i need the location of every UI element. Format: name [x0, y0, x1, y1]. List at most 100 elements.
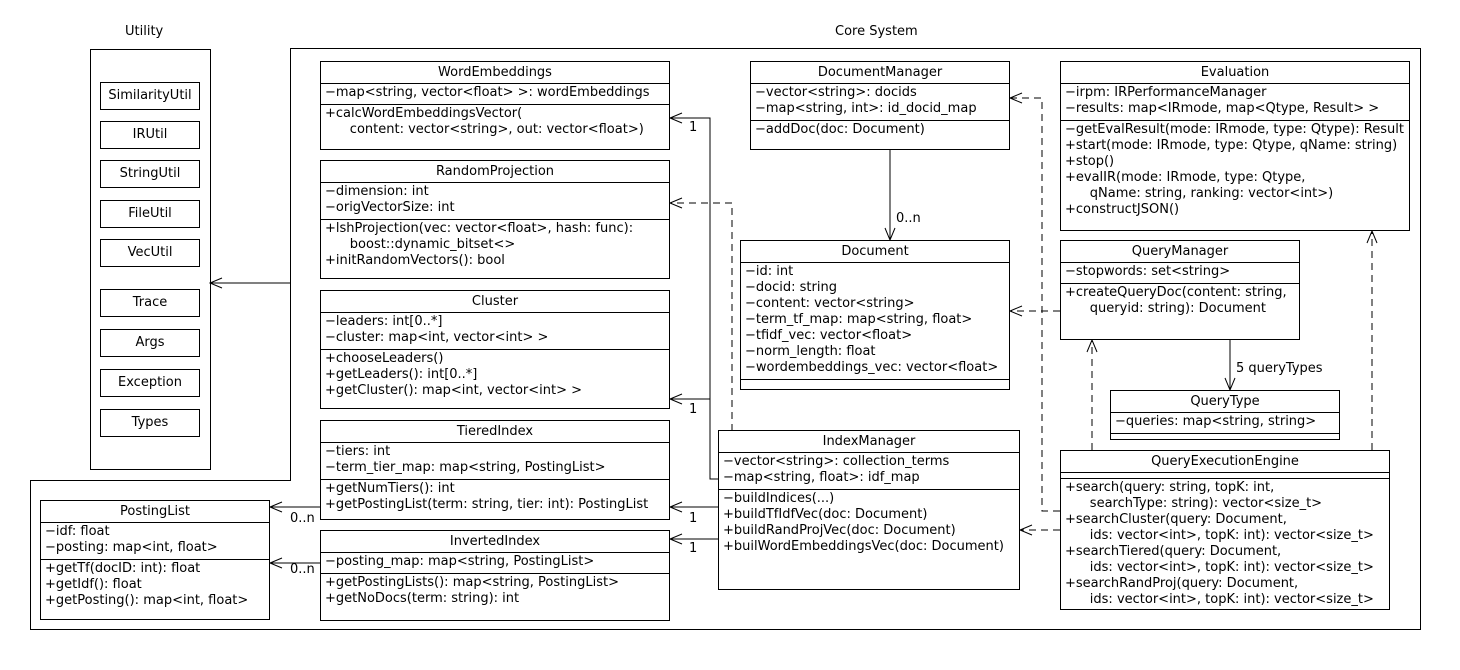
class-name: Cluster — [321, 291, 669, 313]
attribute: −tfidf_vec: vector<float> — [745, 328, 913, 343]
operation: content: vector<string>, out: vector<flo… — [325, 122, 644, 137]
operation: +searchCluster(query: Document, — [1065, 512, 1287, 527]
operation: +chooseLeaders() — [325, 351, 444, 366]
operation: searchType: string): vector<size_t> — [1065, 496, 1323, 511]
im-to-word-embeddings-line — [670, 118, 711, 431]
class-name: TieredIndex — [321, 421, 669, 443]
attribute: −term_tier_map: map<string, PostingList> — [325, 460, 606, 475]
utility-class-types: Types — [100, 409, 200, 437]
class-name: Document — [741, 241, 1009, 263]
im-to-cluster-line — [670, 399, 718, 480]
operation-compartment: −getEvalResult(mode: IRmode, type: Qtype… — [1061, 121, 1409, 221]
utility-class-irutil: IRUtil — [100, 121, 200, 149]
attribute-compartment: −queries: map<string, string> — [1111, 413, 1339, 434]
attribute: −content: vector<string> — [745, 296, 915, 311]
operation-compartment: +createQueryDoc(content: string, queryid… — [1061, 284, 1299, 320]
attribute: −docid: string — [745, 280, 837, 295]
attribute-compartment: −idf: float−posting: map<int, float> — [41, 523, 269, 560]
class-cluster: Cluster−leaders: int[0..*]−cluster: map<… — [320, 290, 670, 409]
operation: +searchRandProj(query: Document, — [1065, 576, 1299, 591]
attribute: −idf: float — [45, 524, 110, 539]
operation-compartment: −buildIndices(...)+buildTfIdfVec(doc: Do… — [719, 490, 1019, 558]
utility-class-args: Args — [100, 329, 200, 357]
attribute-compartment: −irpm: IRPerformanceManager−results: map… — [1061, 84, 1409, 121]
operation-compartment: +getNumTiers(): int+getPostingList(term:… — [321, 480, 669, 516]
utility-class-exception: Exception — [100, 369, 200, 397]
class-name: QueryManager — [1061, 241, 1299, 263]
attribute: −cluster: map<int, vector<int> > — [325, 330, 549, 345]
class-name: DocumentManager — [751, 62, 1009, 84]
operation: ids: vector<int>, topK: int): vector<siz… — [1065, 592, 1374, 607]
class-index-manager: IndexManager−vector<string>: collection_… — [718, 430, 1020, 590]
core-system-package-left-edge — [290, 48, 291, 481]
multiplicity-querymanager-querytype: 5 queryTypes — [1236, 361, 1323, 376]
class-inverted-index: InvertedIndex−posting_map: map<string, P… — [320, 530, 670, 621]
operation: +initRandomVectors(): bool — [325, 253, 505, 268]
multiplicity-tiered-posting: 0..n — [290, 511, 315, 526]
operation-compartment: −addDoc(doc: Document) — [751, 121, 1009, 141]
operation: −addDoc(doc: Document) — [755, 122, 925, 137]
operation: +start(mode: IRmode, type: Qtype, qName:… — [1065, 138, 1398, 153]
operation: +getPostingList(term: string, tier: int)… — [325, 497, 649, 512]
class-evaluation: Evaluation−irpm: IRPerformanceManager−re… — [1060, 61, 1410, 231]
attribute: −tiers: int — [325, 444, 391, 459]
utility-class-stringutil: StringUtil — [100, 160, 200, 188]
operation: +getPostingLists(): map<string, PostingL… — [325, 575, 619, 590]
operation: +getLeaders(): int[0..*] — [325, 367, 478, 382]
im-to-random-projection-line — [670, 203, 733, 431]
attribute-compartment: −vector<string>: docids−map<string, int>… — [751, 84, 1009, 121]
attribute: −stopwords: set<string> — [1065, 264, 1231, 279]
utility-class-fileutil: FileUtil — [100, 200, 200, 228]
operation: +search(query: string, topK: int, — [1065, 480, 1275, 495]
attribute-compartment: −stopwords: set<string> — [1061, 263, 1299, 284]
class-word-embeddings: WordEmbeddings−map<string, vector<float>… — [320, 61, 670, 150]
class-document-manager: DocumentManager−vector<string>: docids−m… — [750, 61, 1010, 150]
class-name: RandomProjection — [321, 161, 669, 183]
operation-compartment: +lshProjection(vec: vector<float>, hash:… — [321, 220, 669, 272]
class-tiered-index: TieredIndex−tiers: int−term_tier_map: ma… — [320, 420, 670, 520]
class-query-execution-engine: QueryExecutionEngine +search(query: strin… — [1060, 450, 1390, 610]
operation: +getIdf(): float — [45, 577, 142, 592]
class-name: PostingList — [41, 501, 269, 523]
operation: +searchTiered(query: Document, — [1065, 544, 1282, 559]
attribute: −queries: map<string, string> — [1115, 414, 1317, 429]
utility-class-similarityutil: SimilarityUtil — [100, 82, 200, 110]
class-random-projection: RandomProjection−dimension: int−origVect… — [320, 160, 670, 279]
attribute: −id: int — [745, 264, 794, 279]
utility-package — [90, 49, 211, 470]
operation: +lshProjection(vec: vector<float>, hash:… — [325, 221, 634, 236]
operation-compartment: +getPostingLists(): map<string, PostingL… — [321, 574, 669, 610]
attribute: −posting: map<int, float> — [45, 540, 218, 555]
operation: +getNumTiers(): int — [325, 481, 455, 496]
utility-package-label: Utility — [125, 24, 164, 39]
multiplicity-im-tiered: 1 — [689, 511, 698, 526]
operation: +getTf(docID: int): float — [45, 561, 201, 576]
operation: +stop() — [1065, 154, 1115, 169]
attribute: −irpm: IRPerformanceManager — [1065, 85, 1267, 100]
operation: +createQueryDoc(content: string, — [1065, 285, 1287, 300]
multiplicity-inverted-posting: 0..n — [290, 562, 315, 577]
class-name: Evaluation — [1061, 62, 1409, 84]
operation: −buildIndices(...) — [723, 491, 835, 506]
operation-compartment: +chooseLeaders()+getLeaders(): int[0..*]… — [321, 350, 669, 402]
attribute: −vector<string>: collection_terms — [723, 454, 950, 469]
attribute: −dimension: int — [325, 184, 429, 199]
operation: +evalIR(mode: IRmode, type: Qtype, — [1065, 170, 1306, 185]
multiplicity-docmanager-document: 0..n — [896, 211, 921, 226]
attribute-compartment: −posting_map: map<string, PostingList> — [321, 553, 669, 574]
operation: −getEvalResult(mode: IRmode, type: Qtype… — [1065, 122, 1404, 137]
operation-compartment: +search(query: string, topK: int, search… — [1061, 479, 1389, 611]
attribute: −vector<string>: docids — [755, 85, 917, 100]
attribute: −leaders: int[0..*] — [325, 314, 443, 329]
operation: +getPosting(): map<int, float> — [45, 593, 249, 608]
class-name: InvertedIndex — [321, 531, 669, 553]
attribute: −map<string, vector<float> >: wordEmbedd… — [325, 85, 650, 100]
operation-compartment — [1111, 434, 1339, 440]
class-name: IndexManager — [719, 431, 1019, 453]
attribute-compartment: −vector<string>: collection_terms−map<st… — [719, 453, 1019, 490]
operation: +buildTfIdfVec(doc: Document) — [723, 507, 928, 522]
class-name: QueryExecutionEngine — [1061, 451, 1389, 473]
attribute: −origVectorSize: int — [325, 200, 455, 215]
attribute: −posting_map: map<string, PostingList> — [325, 554, 595, 569]
operation: qName: string, ranking: vector<int>) — [1065, 186, 1334, 201]
